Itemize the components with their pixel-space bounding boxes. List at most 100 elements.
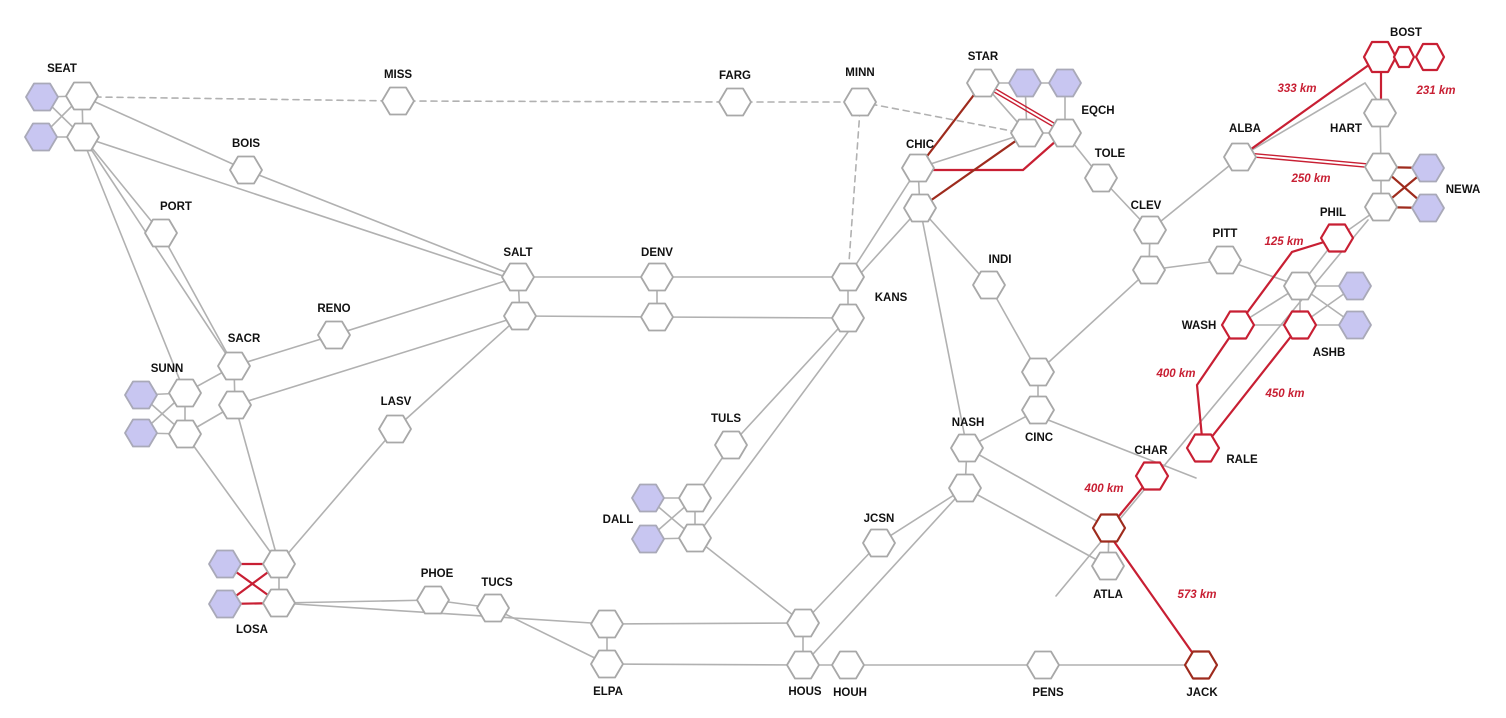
link-dashed[interactable] — [859, 101, 1013, 132]
link-gray[interactable] — [278, 428, 396, 565]
node-hex-chic-1[interactable] — [901, 153, 935, 183]
link-double-red[interactable] — [1250, 152, 1373, 166]
node-hex-houh[interactable] — [831, 650, 865, 680]
node-hex-hous-1[interactable] — [786, 608, 820, 638]
node-hex-sunn-2[interactable] — [168, 419, 202, 449]
node-hex-reno[interactable] — [317, 320, 351, 350]
node-hex-losa-1[interactable] — [262, 549, 296, 579]
link-red[interactable] — [916, 131, 1067, 172]
link-red[interactable] — [1195, 323, 1240, 450]
node-hex-ashb-g[interactable] — [1283, 271, 1317, 301]
node-hex-phil[interactable] — [1319, 223, 1355, 253]
link-gray[interactable] — [966, 447, 1110, 529]
node-hex-losa-p2[interactable] — [208, 589, 242, 619]
link-gray[interactable] — [730, 317, 849, 446]
link-gray[interactable] — [82, 139, 186, 394]
node-hex-sunn-p1[interactable] — [124, 380, 158, 410]
node-hex-phoe[interactable] — [416, 585, 450, 615]
link-gray[interactable] — [919, 207, 990, 286]
link-gray[interactable] — [234, 404, 280, 565]
node-hex-newa-1[interactable] — [1364, 152, 1398, 182]
node-hex-bost-2[interactable] — [1392, 45, 1416, 69]
node-hex-star-x1[interactable] — [1008, 68, 1042, 98]
node-hex-dall-p2[interactable] — [631, 524, 665, 554]
link-gray[interactable] — [878, 487, 966, 544]
node-hex-pens[interactable] — [1026, 650, 1060, 680]
link-gray[interactable] — [333, 276, 519, 336]
node-hex-atla-d[interactable] — [1091, 513, 1127, 543]
node-hex-port[interactable] — [144, 218, 178, 248]
node-hex-sacr-1[interactable] — [217, 351, 251, 381]
node-hex-seat-x1[interactable] — [25, 82, 59, 112]
link-gray[interactable] — [278, 602, 608, 625]
link-gray[interactable] — [245, 169, 519, 278]
link-gray[interactable] — [802, 487, 966, 666]
link-gray[interactable] — [802, 542, 880, 624]
link-dashed[interactable] — [397, 100, 736, 103]
link-gray[interactable] — [492, 607, 608, 665]
node-hex-jack[interactable] — [1183, 650, 1219, 680]
node-hex-seat-1[interactable] — [65, 81, 99, 111]
link-gray[interactable] — [919, 207, 968, 449]
link-gray[interactable] — [606, 622, 804, 625]
node-hex-dall-2[interactable] — [678, 523, 712, 553]
node-hex-eqch-1[interactable] — [1010, 118, 1044, 148]
node-hex-bost-1[interactable] — [1362, 40, 1398, 74]
node-hex-hart[interactable] — [1363, 98, 1397, 128]
node-hex-seat-x2[interactable] — [24, 122, 58, 152]
node-hex-wash[interactable] — [1220, 310, 1256, 340]
node-hex-bois[interactable] — [229, 155, 263, 185]
node-hex-ashb-r[interactable] — [1282, 310, 1318, 340]
link-double-red[interactable] — [1249, 155, 1372, 169]
node-hex-jcsn[interactable] — [862, 528, 896, 558]
node-hex-cinc-1[interactable] — [1021, 357, 1055, 387]
node-hex-chic-2[interactable] — [903, 193, 937, 223]
link-double-red[interactable] — [989, 84, 1061, 128]
node-hex-tucs[interactable] — [476, 593, 510, 623]
node-hex-ashb-p1[interactable] — [1338, 271, 1372, 301]
link-gray[interactable] — [82, 136, 235, 367]
node-hex-nash-2[interactable] — [948, 473, 982, 503]
link-gray[interactable] — [694, 537, 804, 624]
node-hex-farg[interactable] — [718, 87, 752, 117]
link-gray[interactable] — [234, 315, 521, 406]
link-darkred[interactable] — [918, 131, 1029, 210]
node-hex-ashb-p2[interactable] — [1338, 310, 1372, 340]
node-hex-nash-1[interactable] — [950, 433, 984, 463]
node-hex-salt-1[interactable] — [501, 262, 535, 292]
node-hex-seat-2[interactable] — [66, 122, 100, 152]
link-gray[interactable] — [847, 167, 919, 278]
node-hex-losa-2[interactable] — [262, 588, 296, 618]
link-gray[interactable] — [81, 95, 247, 171]
node-hex-newa-p1[interactable] — [1411, 153, 1445, 183]
node-hex-kans-2[interactable] — [831, 303, 865, 333]
node-hex-losa-p1[interactable] — [208, 549, 242, 579]
node-hex-newa-2[interactable] — [1364, 192, 1398, 222]
link-gray[interactable] — [694, 323, 855, 539]
link-gray[interactable] — [606, 663, 804, 666]
node-hex-sacr-2[interactable] — [218, 390, 252, 420]
link-gray[interactable] — [160, 232, 235, 367]
link-gray[interactable] — [917, 132, 1028, 169]
node-hex-dall-p1[interactable] — [631, 483, 665, 513]
link-gray[interactable] — [1037, 415, 1197, 479]
node-hex-clev-2[interactable] — [1132, 255, 1166, 285]
node-hex-alba[interactable] — [1223, 142, 1257, 172]
link-red[interactable] — [1201, 323, 1302, 450]
node-hex-sunn-1[interactable] — [168, 378, 202, 408]
node-hex-bost-3[interactable] — [1414, 42, 1446, 72]
node-hex-tole[interactable] — [1084, 163, 1118, 193]
node-hex-char[interactable] — [1134, 461, 1170, 491]
node-hex-star[interactable] — [966, 68, 1000, 98]
node-hex-rale[interactable] — [1185, 433, 1221, 463]
node-hex-eqch-2[interactable] — [1048, 118, 1082, 148]
node-hex-tuls[interactable] — [714, 430, 748, 460]
link-red[interactable] — [1236, 236, 1339, 327]
node-hex-salt-2[interactable] — [503, 301, 537, 331]
node-hex-denv-2[interactable] — [640, 302, 674, 332]
node-hex-clev-1[interactable] — [1133, 215, 1167, 245]
link-gray[interactable] — [82, 136, 162, 234]
link-gray[interactable] — [278, 599, 434, 604]
link-gray[interactable] — [184, 433, 280, 565]
link-darkred[interactable] — [916, 81, 985, 170]
